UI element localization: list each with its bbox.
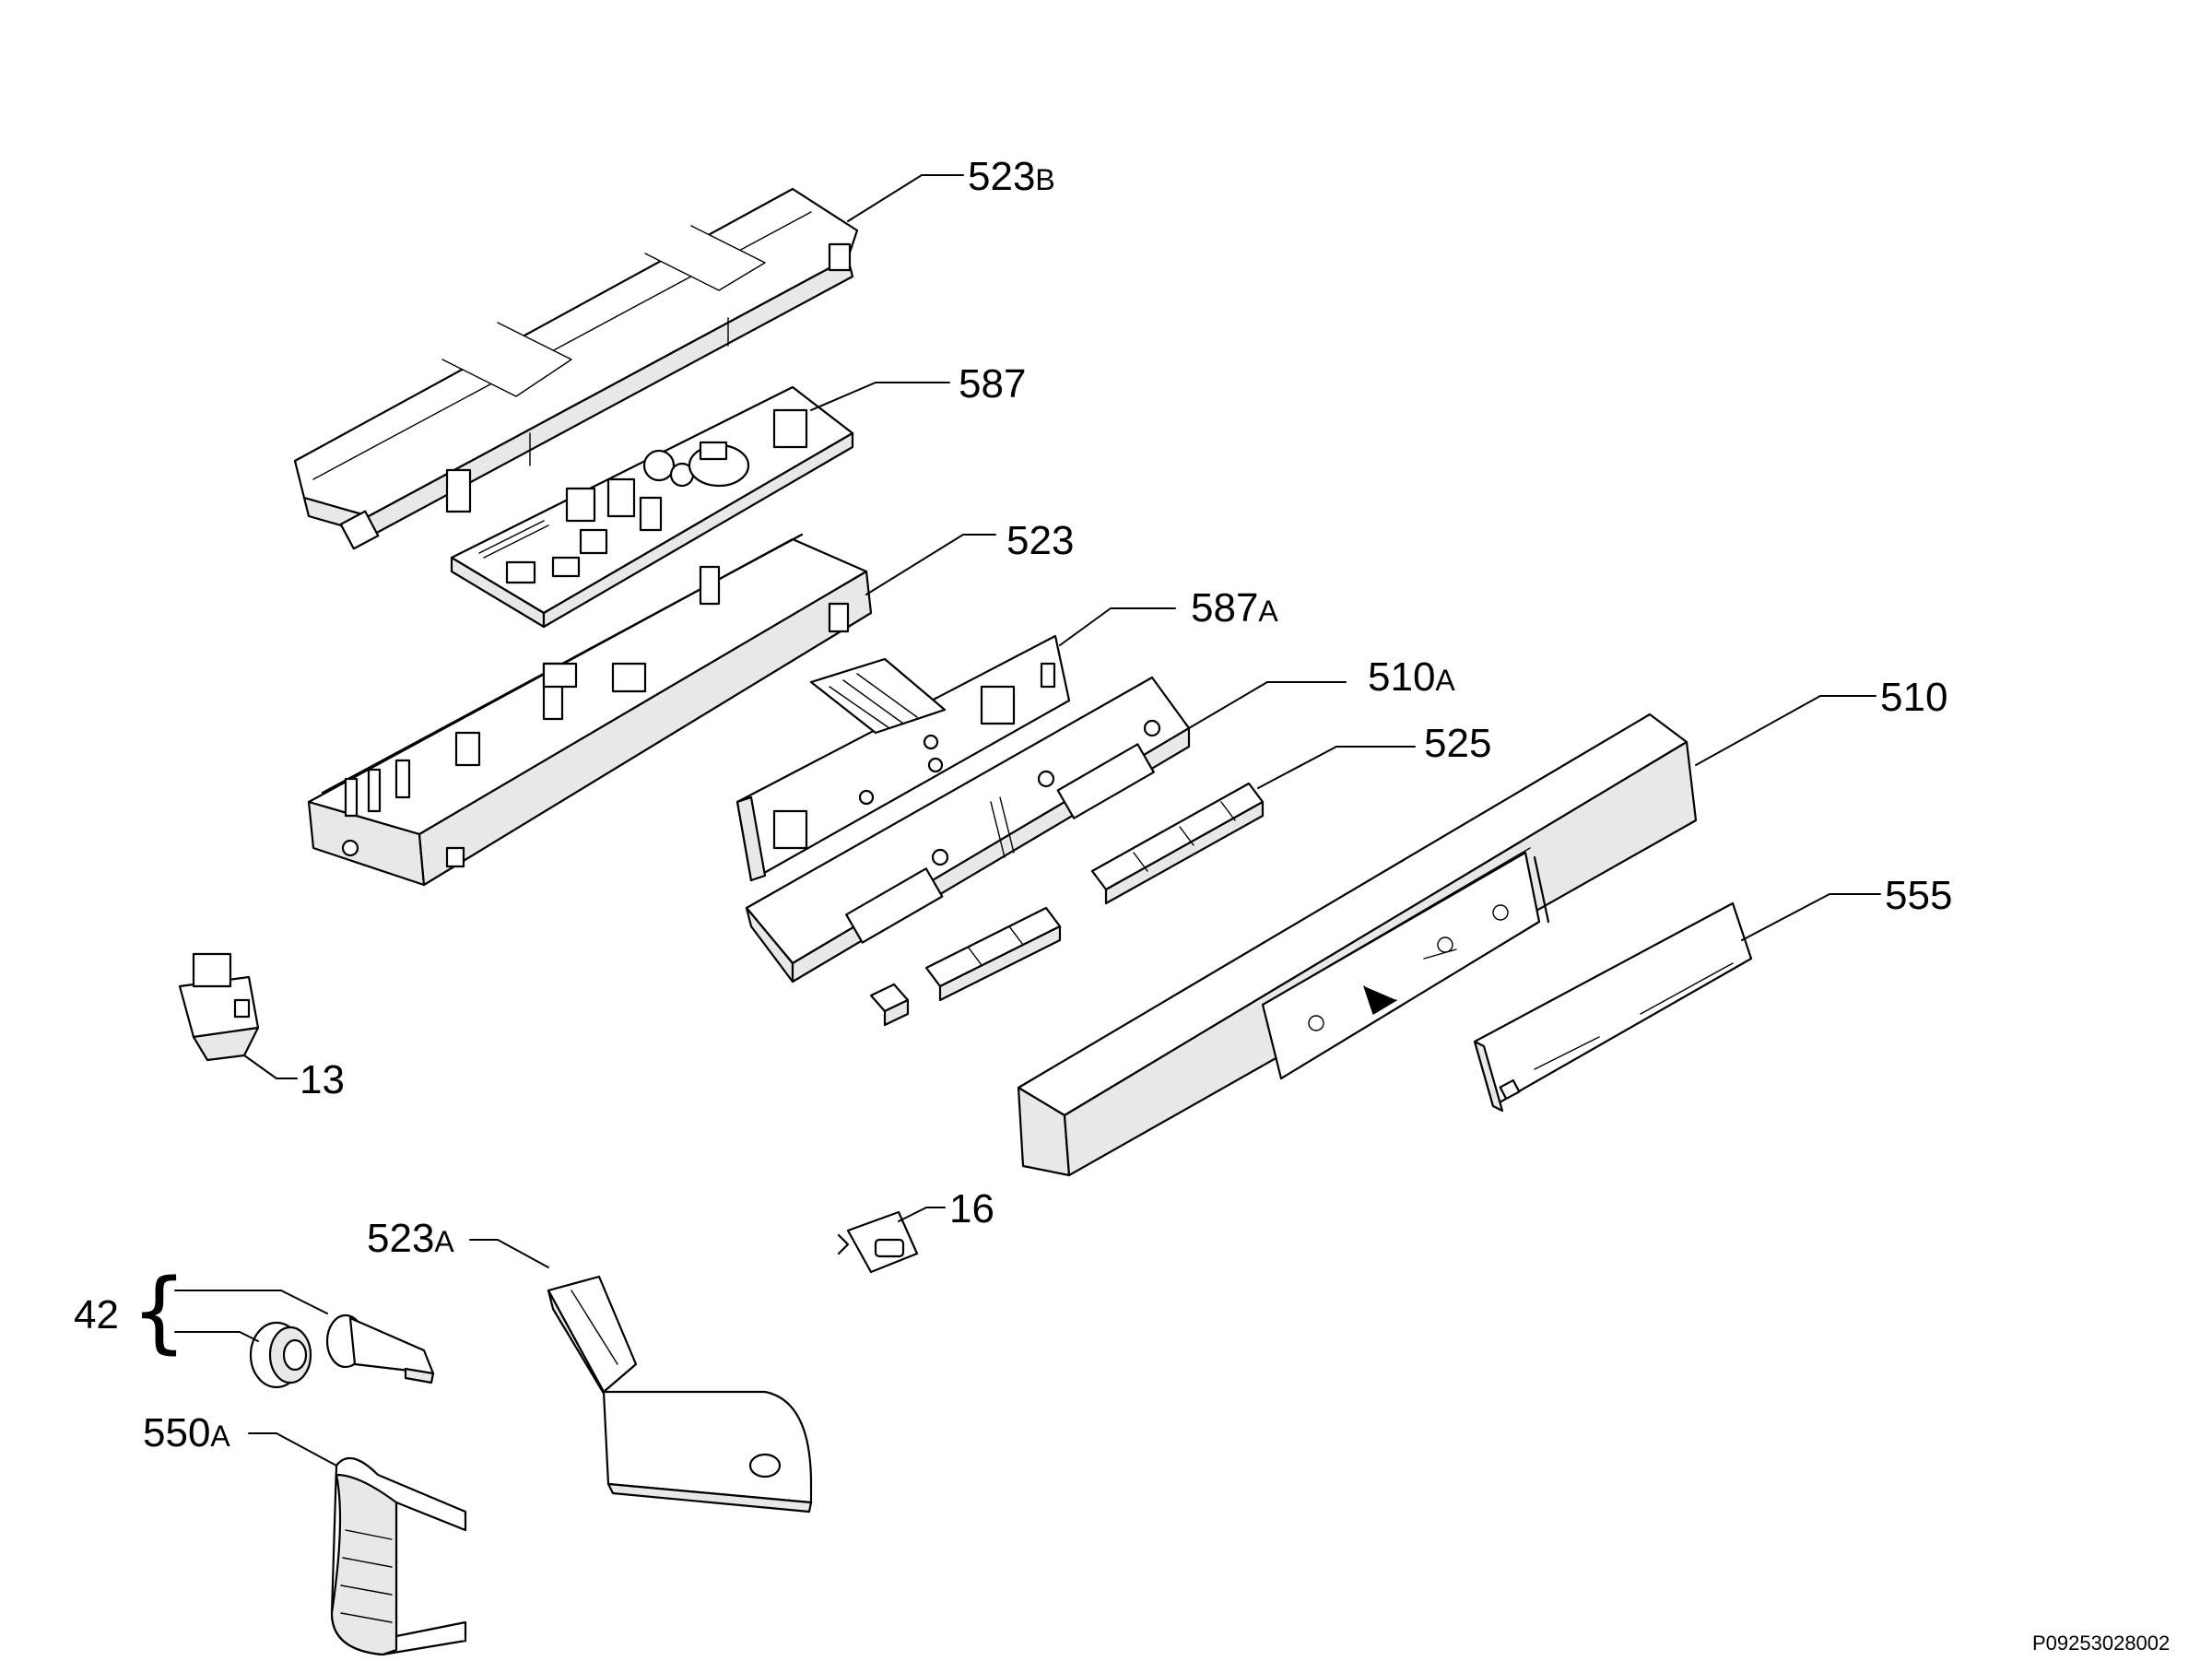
leader-525 bbox=[1257, 746, 1416, 789]
leader-510a bbox=[1188, 681, 1347, 729]
callout-16-number: 16 bbox=[949, 1186, 994, 1231]
part-525-buttons-upper[interactable] bbox=[1090, 782, 1265, 905]
callout-555: 555 bbox=[1885, 876, 1952, 916]
callout-42: 42 bbox=[74, 1295, 119, 1336]
part-523a-end-cap[interactable] bbox=[547, 1275, 813, 1514]
leader-523a bbox=[469, 1239, 549, 1268]
part-587a-display-board[interactable] bbox=[735, 634, 1071, 882]
callout-587a: 587A bbox=[1191, 588, 1278, 629]
callout-523b: 523B bbox=[968, 157, 1055, 197]
part-42-spindle[interactable] bbox=[325, 1313, 435, 1384]
callout-13-number: 13 bbox=[300, 1057, 345, 1102]
callout-523a: 523A bbox=[367, 1219, 454, 1259]
callout-523b-suffix: B bbox=[1035, 163, 1055, 196]
callout-587-number: 587 bbox=[959, 361, 1027, 406]
callout-510-number: 510 bbox=[1880, 675, 1948, 720]
part-510-front-fascia[interactable] bbox=[1017, 713, 1698, 1177]
callout-42-brace: { bbox=[131, 1260, 188, 1363]
part-16-rocker-switch[interactable] bbox=[837, 1210, 919, 1274]
callout-523a-number: 523 bbox=[367, 1216, 435, 1261]
leader-523b bbox=[847, 174, 964, 222]
callout-510a-number: 510 bbox=[1368, 654, 1436, 700]
callout-510a: 510A bbox=[1368, 657, 1455, 698]
callout-587a-number: 587 bbox=[1191, 585, 1259, 630]
leader-13 bbox=[243, 1054, 298, 1079]
callout-523: 523 bbox=[1006, 521, 1074, 561]
callout-525: 525 bbox=[1424, 724, 1491, 764]
callout-550a: 550A bbox=[143, 1413, 230, 1454]
callout-525-number: 525 bbox=[1424, 721, 1492, 766]
callout-510a-suffix: A bbox=[1435, 664, 1455, 697]
part-525-buttons-lower[interactable] bbox=[869, 906, 1062, 1027]
part-42-knob[interactable] bbox=[249, 1321, 312, 1389]
leader-42-lower bbox=[174, 1331, 259, 1342]
part-587-control-board[interactable] bbox=[450, 385, 854, 629]
callout-16: 16 bbox=[949, 1189, 994, 1230]
leader-555 bbox=[1741, 893, 1881, 941]
leader-523 bbox=[865, 534, 996, 595]
callout-587a-suffix: A bbox=[1258, 595, 1278, 628]
callout-523-number: 523 bbox=[1006, 518, 1075, 563]
callout-523a-suffix: A bbox=[434, 1225, 454, 1258]
leader-42-upper bbox=[174, 1290, 328, 1314]
leader-510 bbox=[1695, 695, 1877, 766]
document-id: P09253028002 bbox=[2032, 1632, 2171, 1655]
part-523b-top-cover[interactable] bbox=[293, 187, 859, 550]
leader-16 bbox=[898, 1207, 946, 1222]
leader-587a bbox=[1059, 607, 1176, 646]
callout-555-number: 555 bbox=[1885, 873, 1953, 918]
part-550a-side-cover[interactable] bbox=[330, 1456, 467, 1656]
callout-550a-number: 550 bbox=[143, 1410, 211, 1455]
part-523-housing[interactable] bbox=[307, 533, 873, 887]
callout-550a-suffix: A bbox=[210, 1420, 230, 1453]
leader-587 bbox=[810, 382, 950, 411]
part-13-switch[interactable] bbox=[178, 952, 260, 1062]
leader-550a bbox=[248, 1432, 337, 1467]
callout-523b-number: 523 bbox=[968, 154, 1036, 199]
callout-510: 510 bbox=[1880, 677, 1947, 718]
callout-587: 587 bbox=[959, 364, 1026, 405]
callout-13: 13 bbox=[300, 1060, 345, 1101]
part-555-trim-strip[interactable] bbox=[1473, 901, 1753, 1113]
callout-42-number: 42 bbox=[74, 1292, 119, 1337]
